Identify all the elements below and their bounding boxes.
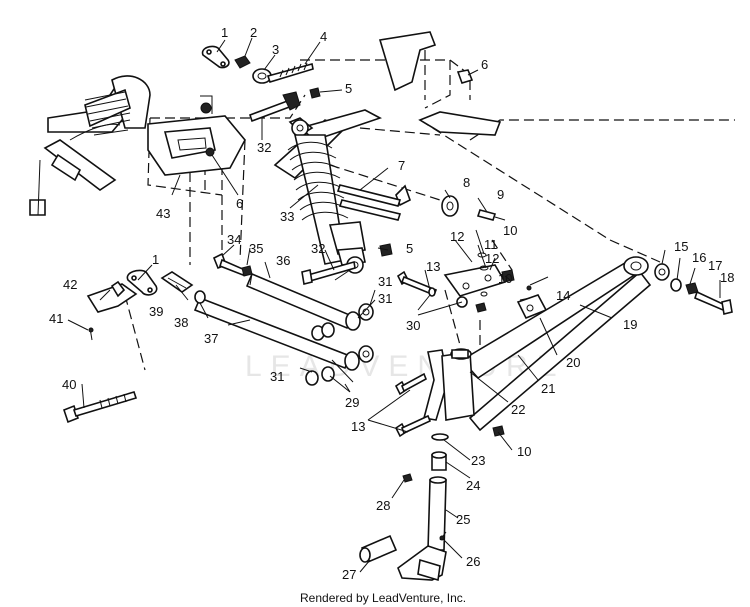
label-part-21: 21 [541,381,555,396]
label-part-20: 20 [566,355,580,370]
label-part-18: 18 [720,270,734,285]
spindle-bearings [431,433,449,471]
label-part-11: 11 [484,237,498,252]
label-part-36: 36 [276,253,290,268]
label-part-5-lower: 5 [406,241,413,256]
label-part-1-lower: 1 [152,252,159,267]
bushing-8-9 [441,195,506,221]
lower-a-arm [460,256,652,432]
label-part-37: 37 [204,331,218,346]
leader-lines [67,37,721,573]
label-part-2: 2 [250,25,257,40]
lower-link-plate [126,269,206,304]
bushings-31 [305,303,374,386]
bolt-13-upper [396,270,468,308]
label-part-26: 26 [466,554,480,569]
label-part-27: 27 [342,567,356,582]
label-part-10-lower: 10 [517,444,531,459]
label-part-9: 9 [497,187,504,202]
label-part-28: 28 [376,498,390,513]
label-part-39: 39 [149,304,163,319]
label-part-17: 17 [708,258,722,273]
label-part-31-b: 31 [378,291,392,306]
label-part-31: 31 [378,274,392,289]
bolt-34-35 [212,252,253,277]
upper-fastener-group [201,45,474,123]
label-part-15: 15 [674,239,688,254]
shock-mount-bracket [147,95,246,176]
spindle-bracket [423,348,475,421]
long-bolt-40 [63,391,138,424]
rear-shock-spring [69,88,131,141]
label-part-30: 30 [406,318,420,333]
label-part-25: 25 [456,512,470,527]
part-labels: 1 2 3 4 5 6 32 6 43 7 8 9 33 10 12 11 12… [49,25,734,582]
label-part-14: 14 [556,288,570,303]
label-part-7: 7 [398,158,405,173]
label-part-34: 34 [227,232,241,247]
label-part-1: 1 [221,25,228,40]
label-part-3: 3 [272,42,279,57]
label-part-40: 40 [62,377,76,392]
label-part-13: 13 [426,259,440,274]
label-part-35: 35 [249,241,263,256]
control-arm-tubes [193,272,361,371]
bracket-42 [86,280,138,341]
frame-outline [124,44,735,371]
label-part-29: 29 [345,395,359,410]
label-part-8: 8 [463,175,470,190]
label-part-13-lower: 13 [351,419,365,434]
label-part-24: 24 [466,478,480,493]
label-part-23: 23 [471,453,485,468]
label-part-5: 5 [345,81,352,96]
label-part-6: 6 [481,57,488,72]
clamp-block [516,276,549,320]
label-part-38: 38 [174,315,188,330]
label-part-19: 19 [623,317,637,332]
label-part-12: 12 [450,229,464,244]
label-part-33: 33 [280,209,294,224]
mount-plate [443,252,515,313]
label-part-4: 4 [320,29,327,44]
label-part-22: 22 [511,402,525,417]
label-part-32: 32 [257,140,271,155]
label-part-16: 16 [692,250,706,265]
label-part-31-c: 31 [270,369,284,384]
label-part-6-lower: 6 [236,196,243,211]
spindle-25 [397,473,447,582]
label-part-12-lower: 12 [485,251,499,266]
label-part-10-mid: 10 [498,271,512,286]
front-shock-absorber [287,117,411,274]
label-part-32-lower: 32 [311,241,325,256]
footer-credit: Rendered by LeadVenture, Inc. [300,591,466,605]
label-part-43: 43 [156,206,170,221]
label-part-10: 10 [503,223,517,238]
label-part-42: 42 [63,277,77,292]
ski-pin-27 [359,534,398,564]
label-part-41: 41 [49,311,63,326]
bolts-13-lower [394,372,505,438]
